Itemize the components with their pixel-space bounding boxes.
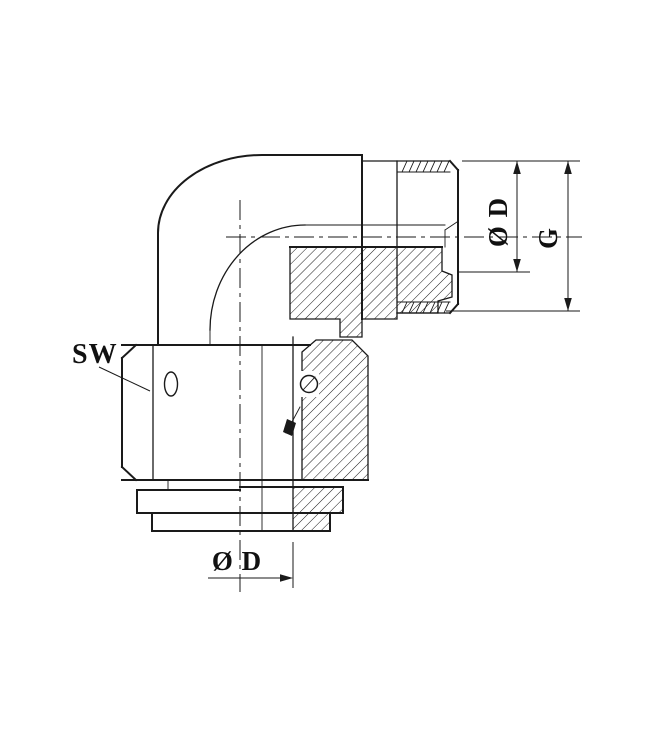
diameter-right-label: Ø D [483, 197, 513, 247]
g-arrow-up [564, 161, 572, 174]
dia-d-bottom-arrow [280, 574, 293, 582]
nut-section-polygon [301, 339, 369, 481]
sw-callout: SW [72, 339, 151, 392]
sw-leader-line [98, 366, 151, 392]
inner-bend-arc [209, 224, 306, 331]
nut-chamfer-top-left [120, 343, 138, 360]
centerlines [226, 200, 582, 592]
nut-chamfer-bottom-left [120, 465, 138, 482]
elbow-body-outline [157, 154, 458, 346]
dimension-thread-g: G [446, 161, 580, 312]
seat-cone-diagonal [444, 221, 458, 231]
o-ring-slash [302, 376, 316, 391]
outer-profile-path [157, 154, 363, 346]
dimension-diameter-bottom: Ø D [208, 542, 294, 588]
dimension-diameter-right: Ø D [458, 160, 580, 273]
retaining-ring [283, 419, 296, 436]
body-section-polygon [289, 246, 453, 338]
section-hatch-body [289, 246, 453, 338]
g-arrow-down [564, 298, 572, 311]
end-chamfer-bottom [448, 302, 460, 315]
retaining-ring-leader [285, 406, 301, 434]
collar-section-hatch [293, 487, 343, 513]
diameter-bottom-label: Ø D [212, 546, 262, 576]
end-chamfer-top [448, 159, 460, 172]
lip-section-hatch [293, 513, 330, 531]
nut-flat-highlight [163, 371, 179, 397]
thread-g-label: G [533, 227, 563, 249]
wrench-size-label: SW [72, 339, 118, 370]
dia-d-arrow-up [513, 161, 521, 174]
thread-flanks-top [401, 160, 450, 173]
bottom-flange [136, 479, 344, 532]
union-nut [120, 343, 369, 482]
dia-d-arrow-down [513, 259, 521, 272]
nut-section-band [261, 336, 369, 532]
